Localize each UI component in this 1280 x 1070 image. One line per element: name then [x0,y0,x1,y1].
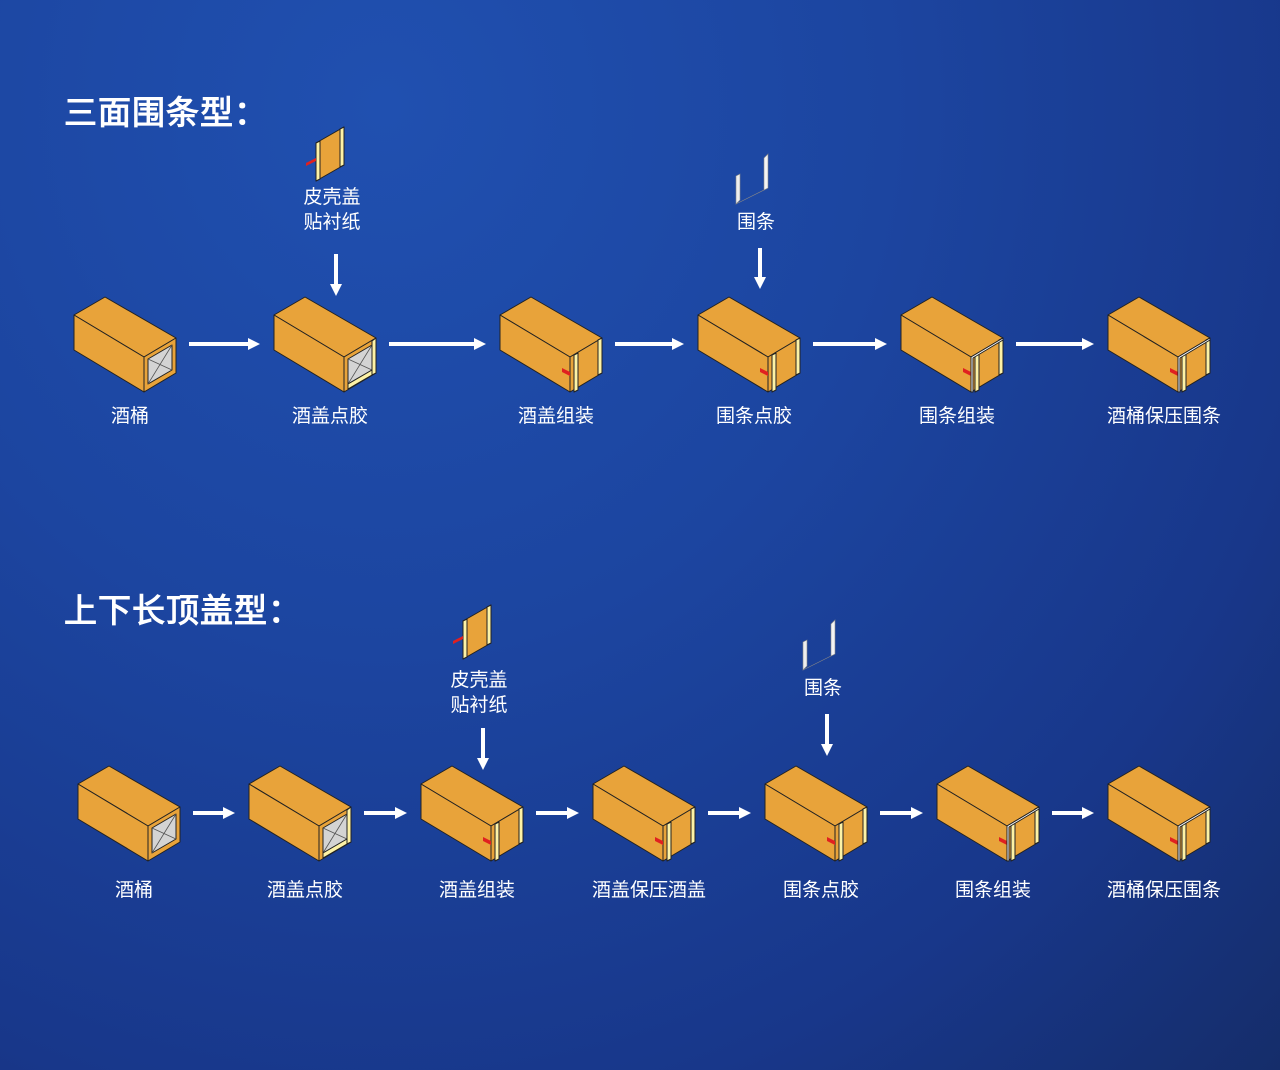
input-label: 围条 [706,210,806,235]
input-label-line: 围条 [803,677,842,699]
box-open-glue [273,296,377,393]
step-label: 酒盖点胶 [291,405,368,427]
box-wrapped [1107,765,1211,862]
arrow-right-icon [389,338,486,350]
arrow-right-icon [1016,338,1094,350]
step-label: 酒盖组装 [517,405,594,427]
input-label-line: 围条 [736,211,775,233]
box-open-glue [248,765,352,862]
arrow-down-icon [477,728,489,770]
arrow-right-icon [813,338,887,350]
input-label-line: 皮壳盖 [450,669,508,691]
arrow-right-icon [193,807,235,819]
arrow-right-icon [708,807,751,819]
step-label: 酒盖组装 [438,879,515,901]
arrow-down-icon [330,254,342,296]
box-closed [592,765,696,862]
arrow-right-icon [880,807,923,819]
box-wrapped [936,765,1040,862]
lid-panel-icon [453,604,492,660]
input-label-line: 贴衬纸 [450,694,508,716]
box-open [73,296,177,393]
input-label-line: 皮壳盖 [303,186,361,208]
box-closed [764,765,868,862]
step-label: 酒盖保压酒盖 [591,879,706,901]
box-wrapped [900,296,1004,393]
arrow-right-icon [1052,807,1094,819]
input-label: 围条 [773,676,873,701]
arrow-right-icon [615,338,684,350]
box-closed [697,296,801,393]
wrap-strip-icon [802,619,836,671]
step-label: 围条组装 [918,405,995,427]
arrow-right-icon [364,807,407,819]
lid-panel-icon [306,126,345,182]
step-label: 酒桶 [110,405,149,427]
arrow-down-icon [821,714,833,756]
input-label: 皮壳盖贴衬纸 [429,668,529,718]
step-label: 酒桶保压围条 [1106,405,1221,427]
step-label: 酒桶保压围条 [1106,879,1221,901]
step-label: 围条组装 [954,879,1031,901]
section-title-long-top-lid: 上下长顶盖型： [64,591,302,630]
section-title-three-side-wrap: 三面围条型： [64,93,268,132]
box-wrapped [1107,296,1211,393]
arrow-right-icon [189,338,260,350]
step-label: 酒盖点胶 [266,879,343,901]
box-open [77,765,181,862]
step-label: 围条点胶 [782,879,859,901]
arrow-right-icon [536,807,579,819]
arrow-down-icon [754,248,766,289]
input-label-line: 贴衬纸 [303,211,361,233]
step-label: 围条点胶 [715,405,792,427]
box-closed [499,296,603,393]
input-label: 皮壳盖贴衬纸 [282,185,382,235]
step-label: 酒桶 [114,879,153,901]
wrap-strip-icon [735,153,769,205]
box-closed [420,765,524,862]
